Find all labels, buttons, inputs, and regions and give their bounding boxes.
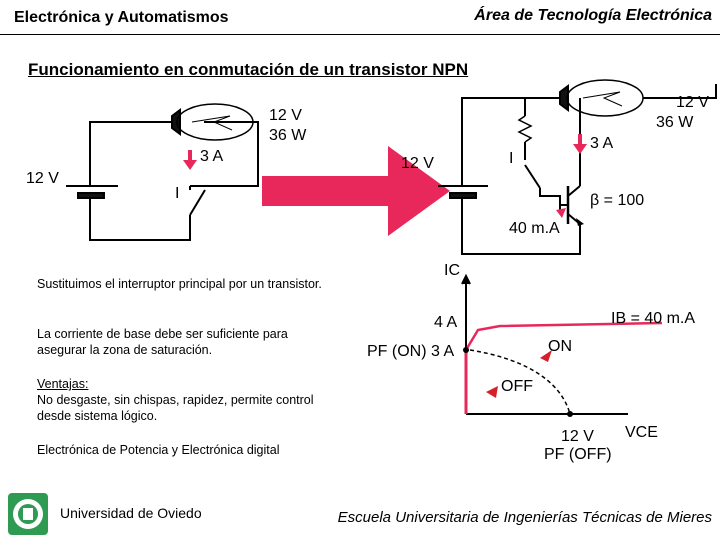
graph-y-axis-label: IC [444,262,460,279]
characteristic-graph [461,273,628,415]
note-advantages-body: No desgaste, sin chispas, rapidez, permi… [37,393,314,423]
emitter-arrow [576,218,584,226]
footer-school: Escuela Universitaria de Ingenierías Téc… [337,509,712,526]
header-divider [0,34,720,35]
left-supply-label: 12 V [26,170,59,187]
slide-title: Funcionamiento en conmutación de un tran… [28,60,469,79]
on-arrow [540,350,552,362]
right-circuit [438,79,717,255]
ib-curve [464,321,663,351]
graph-x-mark: 12 V [561,428,594,445]
base-current-label: 40 m.A [509,220,560,237]
note-substitution: Sustituimos el interruptor principal por… [37,277,322,291]
right-supply-label: 12 V [401,155,434,172]
graph-pf-on: PF (ON) 3 A [367,343,455,360]
graph-on-label: ON [548,338,572,355]
left-current-label: 3 A [200,148,224,165]
right-lamp-power: 36 W [656,114,694,131]
graph-x-axis-label: VCE [625,424,658,441]
off-arrow [486,386,498,398]
left-circuit [66,103,259,241]
right-switch-label: I [509,150,514,167]
footer-university: Universidad de Oviedo [60,505,202,521]
left-current-arrow [183,150,197,170]
left-lamp-power: 36 W [269,127,307,144]
university-logo-icon [8,493,48,535]
right-lamp-voltage: 12 V [676,94,709,111]
graph-pf-off: PF (OFF) [544,446,612,463]
base-current-arrow [556,208,566,218]
header-left-title: Electrónica y Automatismos [14,9,229,26]
beta-label: β = 100 [590,192,645,209]
header-right-title: Área de Tecnología Electrónica [474,7,712,24]
right-current-label: 3 A [590,135,614,152]
left-switch-label: I [175,185,180,202]
operating-points [463,347,573,417]
note-base-current: La corriente de base debe ser suficiente… [37,327,288,357]
transition-arrow [262,146,450,236]
note-power-electronics: Electrónica de Potencia y Electrónica di… [37,443,280,457]
load-line [469,349,571,415]
graph-off-label: OFF [501,378,533,395]
note-advantages-heading: Ventajas: [37,377,89,391]
left-lamp-voltage: 12 V [269,107,302,124]
right-current-arrow [573,134,587,154]
graph-y-mark: 4 A [434,314,458,331]
graph-ib-label: IB = 40 m.A [611,310,696,327]
